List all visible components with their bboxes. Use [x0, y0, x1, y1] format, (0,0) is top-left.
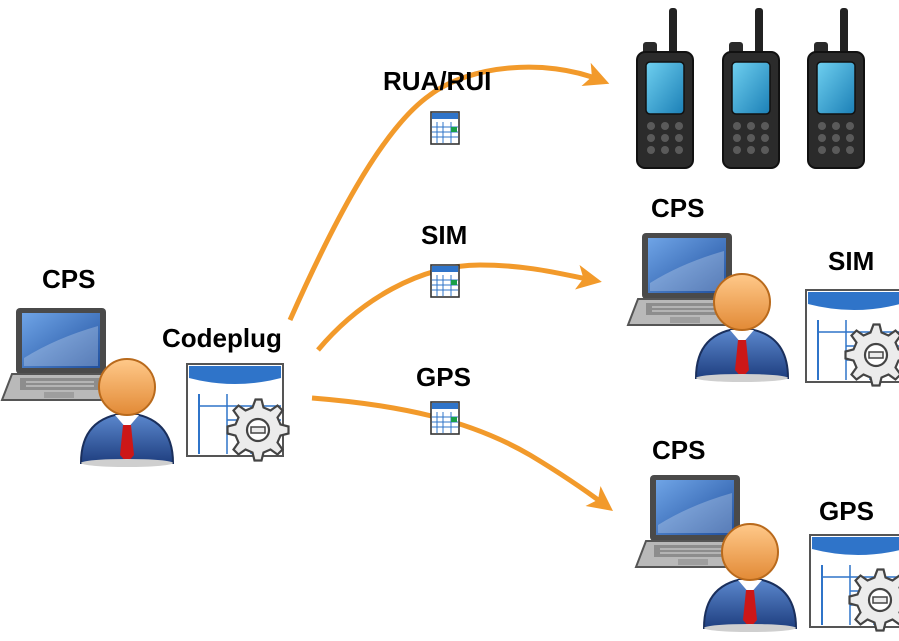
codeplug-icon [187, 364, 289, 461]
radio-icon-2 [723, 8, 779, 168]
label-gps-arrow: GPS [416, 362, 471, 393]
label-codeplug: Codeplug [162, 323, 282, 354]
label-cps-sim: CPS [651, 193, 704, 224]
label-cps-left: CPS [42, 264, 95, 295]
sim-document-icon [806, 290, 899, 386]
radio-icon-1 [637, 8, 693, 168]
document-icon-rua [431, 112, 459, 144]
document-icon-sim [431, 265, 459, 297]
label-gps-target: GPS [819, 496, 874, 527]
radio-icon-3 [808, 8, 864, 168]
label-rua-rui: RUA/RUI [383, 66, 491, 97]
gps-document-icon [810, 535, 899, 631]
label-sim-target: SIM [828, 246, 874, 277]
document-icon-gps [431, 402, 459, 434]
label-cps-gps: CPS [652, 435, 705, 466]
label-sim-arrow: SIM [421, 220, 467, 251]
